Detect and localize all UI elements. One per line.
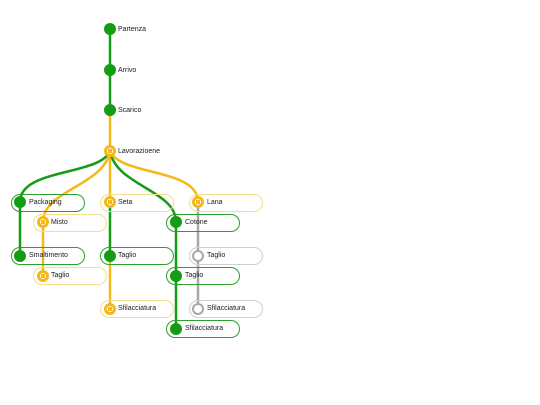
arrivo-label: Arrivo bbox=[118, 67, 137, 74]
seta-taglio-node[interactable] bbox=[104, 250, 116, 262]
seta-label: Seta bbox=[118, 199, 133, 206]
arrivo-node[interactable] bbox=[104, 64, 116, 76]
partenza-label: Partenza bbox=[118, 26, 147, 33]
lana-label: Lana bbox=[207, 199, 223, 206]
lana-pill[interactable] bbox=[189, 194, 263, 212]
lana-sfilacciatura-node[interactable] bbox=[192, 303, 204, 315]
lavorazione-node[interactable] bbox=[104, 145, 116, 157]
lana-taglio-pill[interactable] bbox=[189, 247, 263, 265]
scarico-node[interactable] bbox=[104, 104, 116, 116]
cotone-taglio-label: Taglio bbox=[185, 272, 204, 279]
seta-node[interactable] bbox=[104, 196, 116, 208]
seta-taglio-label: Taglio bbox=[118, 252, 137, 259]
seta-sfilacciatura-pill[interactable] bbox=[100, 300, 174, 318]
lana-taglio-label: Taglio bbox=[207, 252, 226, 259]
edge-lavorazione-cotone bbox=[108, 150, 178, 223]
smaltimento-pill[interactable] bbox=[11, 247, 85, 265]
cotone-sfilacciatura-node[interactable] bbox=[170, 323, 182, 335]
lavorazione-label: Lavorazioene bbox=[118, 148, 161, 155]
cotone-taglio-node[interactable] bbox=[170, 270, 182, 282]
misto-label: Misto bbox=[51, 219, 68, 226]
cotone-node[interactable] bbox=[170, 216, 182, 228]
edge-lavorazione-packaging bbox=[18, 150, 112, 203]
seta-taglio-pill[interactable] bbox=[100, 247, 174, 265]
cotone-taglio-pill[interactable] bbox=[166, 267, 240, 285]
misto-taglio-node[interactable] bbox=[37, 270, 49, 282]
cotone-label: Cotone bbox=[185, 219, 208, 226]
edge-lavorazione-misto bbox=[41, 150, 112, 223]
lana-node[interactable] bbox=[192, 196, 204, 208]
edge-lavorazione-lana bbox=[108, 150, 200, 203]
packaging-node[interactable] bbox=[14, 196, 26, 208]
cotone-pill[interactable] bbox=[166, 214, 240, 232]
packaging-label: Packaging bbox=[29, 199, 62, 206]
scarico-label: Scarico bbox=[118, 107, 142, 114]
lana-taglio-node[interactable] bbox=[192, 250, 204, 262]
cotone-sfilacciatura-label: Sfilacciatura bbox=[185, 325, 224, 332]
cotone-sfilacciatura-pill[interactable] bbox=[166, 320, 240, 338]
seta-sfilacciatura-label: Sfilacciatura bbox=[118, 305, 157, 312]
misto-taglio-label: Taglio bbox=[51, 272, 70, 279]
lana-sfilacciatura-pill[interactable] bbox=[189, 300, 263, 318]
lana-sfilacciatura-label: Sfilacciatura bbox=[207, 305, 246, 312]
smaltimento-node[interactable] bbox=[14, 250, 26, 262]
smaltimento-label: Smaltimento bbox=[29, 252, 68, 259]
packaging-pill[interactable] bbox=[11, 194, 85, 212]
seta-sfilacciatura-node[interactable] bbox=[104, 303, 116, 315]
misto-taglio-pill[interactable] bbox=[33, 267, 107, 285]
misto-pill[interactable] bbox=[33, 214, 107, 232]
misto-node[interactable] bbox=[37, 216, 49, 228]
partenza-node[interactable] bbox=[104, 23, 116, 35]
seta-pill[interactable] bbox=[100, 194, 174, 212]
